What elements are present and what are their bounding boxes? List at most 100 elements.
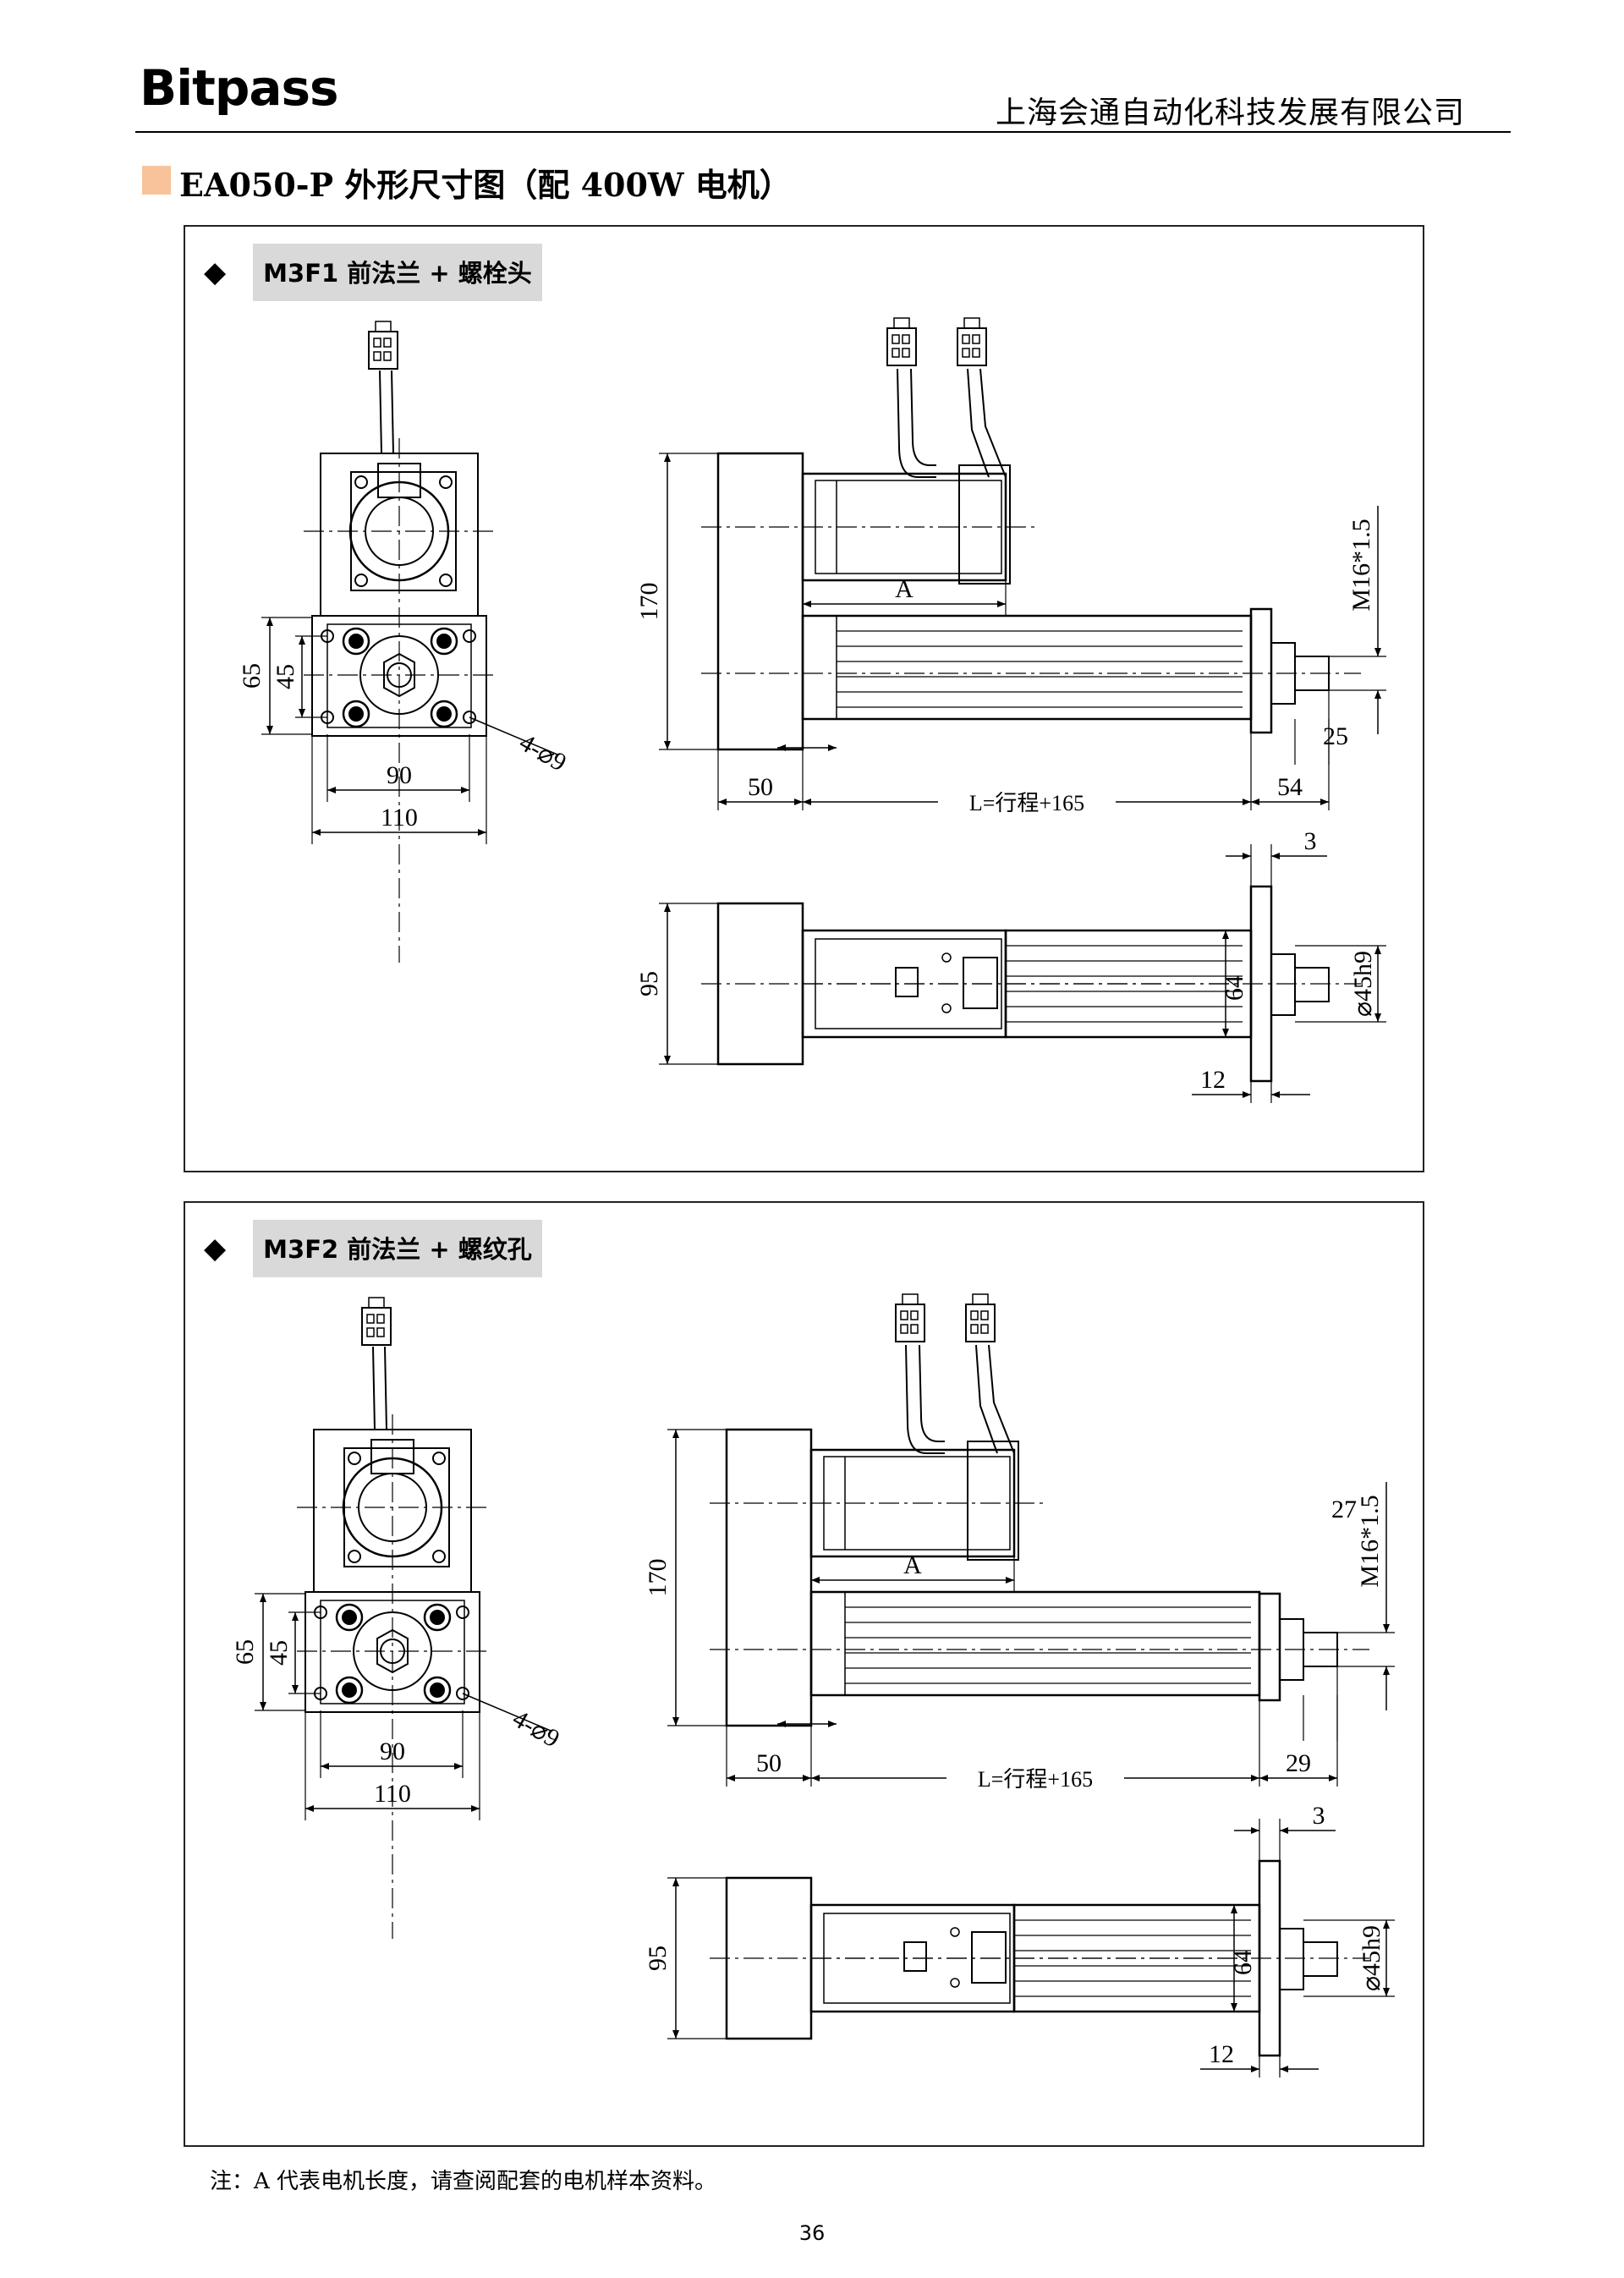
arrowhead: [1259, 1775, 1268, 1781]
arrowhead: [1329, 1775, 1337, 1781]
bolt-center: [348, 706, 364, 722]
connector-latch: [972, 1293, 989, 1305]
section-title: EA050-P 外形尺寸图（配 400W 电机）: [179, 166, 792, 204]
dimension-label: 25: [1323, 722, 1348, 750]
arrowhead: [1271, 853, 1280, 859]
leader-line: [462, 1693, 551, 1732]
arrowhead: [1006, 1577, 1014, 1584]
arrowhead: [672, 1717, 679, 1726]
arrowhead: [803, 799, 811, 805]
arrowhead: [454, 1763, 463, 1770]
dimension-label: 110: [381, 804, 418, 832]
bolt-head: [423, 1603, 452, 1632]
arrowhead: [292, 1612, 299, 1621]
arrowhead: [811, 1775, 820, 1781]
front-flange: [1258, 1592, 1281, 1702]
mounting-hole: [463, 629, 476, 643]
arrowhead: [312, 829, 321, 836]
arrowhead: [1251, 1775, 1259, 1781]
arrowhead: [718, 799, 727, 805]
mounting-hole: [456, 1687, 469, 1700]
dimension-label: 54: [1277, 773, 1303, 801]
bolt-center: [436, 706, 452, 722]
cable: [979, 368, 1007, 478]
bolt-head: [423, 1676, 452, 1704]
arrowhead: [803, 601, 811, 607]
variant-label: M3F1 前法兰 + 螺栓头: [253, 244, 542, 301]
arrowhead: [777, 1721, 786, 1727]
connector-body: [886, 327, 917, 366]
dimension-label: 50: [756, 1749, 782, 1777]
dimension-label: 65: [238, 663, 266, 689]
arrowhead: [461, 787, 469, 793]
screw: [950, 1927, 960, 1937]
connector-pin: [972, 334, 980, 344]
arrowhead: [1374, 946, 1381, 954]
arrowhead: [664, 1056, 671, 1064]
front-flange: [1249, 607, 1273, 734]
flange-inner: [326, 623, 472, 728]
arrowhead: [1222, 930, 1229, 939]
arrowhead: [266, 726, 273, 734]
dimension-label: 12: [1200, 1066, 1226, 1094]
connector-body: [957, 327, 987, 366]
connector-body: [361, 1307, 392, 1346]
arrowhead: [1280, 1827, 1288, 1834]
bolt-center: [342, 1610, 357, 1625]
dimension-label: 4-⌀9: [508, 1704, 564, 1754]
arrowhead: [327, 787, 336, 793]
cable: [910, 368, 936, 466]
arrowhead: [1243, 1091, 1251, 1098]
connector-latch: [963, 317, 980, 329]
arrowhead: [828, 1721, 837, 1727]
brand-logo: Bitpass: [140, 59, 339, 117]
arrowhead: [1374, 648, 1381, 656]
dimension-label: 45: [265, 1640, 293, 1666]
company-name: 上海会通自动化科技发展有限公司: [995, 96, 1465, 130]
connector-pin: [962, 334, 970, 344]
bolt-hole: [348, 1550, 361, 1563]
connector-pin: [376, 1327, 385, 1337]
dimension-label: 45: [272, 664, 299, 689]
arrowhead: [1374, 690, 1381, 699]
cable: [391, 370, 394, 454]
terminal-block: [895, 967, 919, 997]
rod-boss: [353, 1611, 432, 1691]
bolt-hole: [432, 1550, 446, 1563]
bolt-hole: [432, 1452, 446, 1465]
connector-latch: [893, 317, 910, 329]
terminal-block: [971, 1931, 1007, 1984]
dimension-label: 50: [748, 773, 773, 801]
arrowhead: [1383, 1988, 1390, 1996]
arrowhead: [1243, 799, 1251, 805]
connector-pin: [902, 348, 910, 358]
arrowhead: [1251, 799, 1259, 805]
connector-pin: [902, 334, 910, 344]
connector-pin: [376, 1314, 385, 1324]
connector-pin: [980, 1310, 989, 1320]
terminal-block: [963, 957, 998, 1009]
cable: [905, 1344, 945, 1454]
dimension-label: 3: [1313, 1802, 1325, 1830]
arrowhead: [794, 799, 803, 805]
bolt-center: [430, 1682, 445, 1698]
arrowhead: [478, 829, 486, 836]
bolt-hole: [354, 475, 368, 489]
bolt-head: [430, 700, 458, 728]
rod-nut-top: [1279, 1928, 1304, 1990]
dimension-label: 110: [374, 1780, 411, 1808]
section-marker-square: [142, 166, 171, 195]
rod-end-top: [1294, 967, 1330, 1002]
motor-rear-cap: [967, 1441, 1019, 1561]
connector-latch: [368, 1297, 385, 1309]
dimension-label: 95: [644, 1946, 672, 1971]
rod-hex: [383, 652, 415, 698]
cable: [967, 368, 990, 478]
connector-pin: [900, 1324, 908, 1334]
arrowhead: [828, 744, 837, 751]
dimension-label: 3: [1304, 827, 1317, 855]
connector-pin: [980, 1324, 989, 1334]
arrowhead: [1280, 2066, 1288, 2072]
